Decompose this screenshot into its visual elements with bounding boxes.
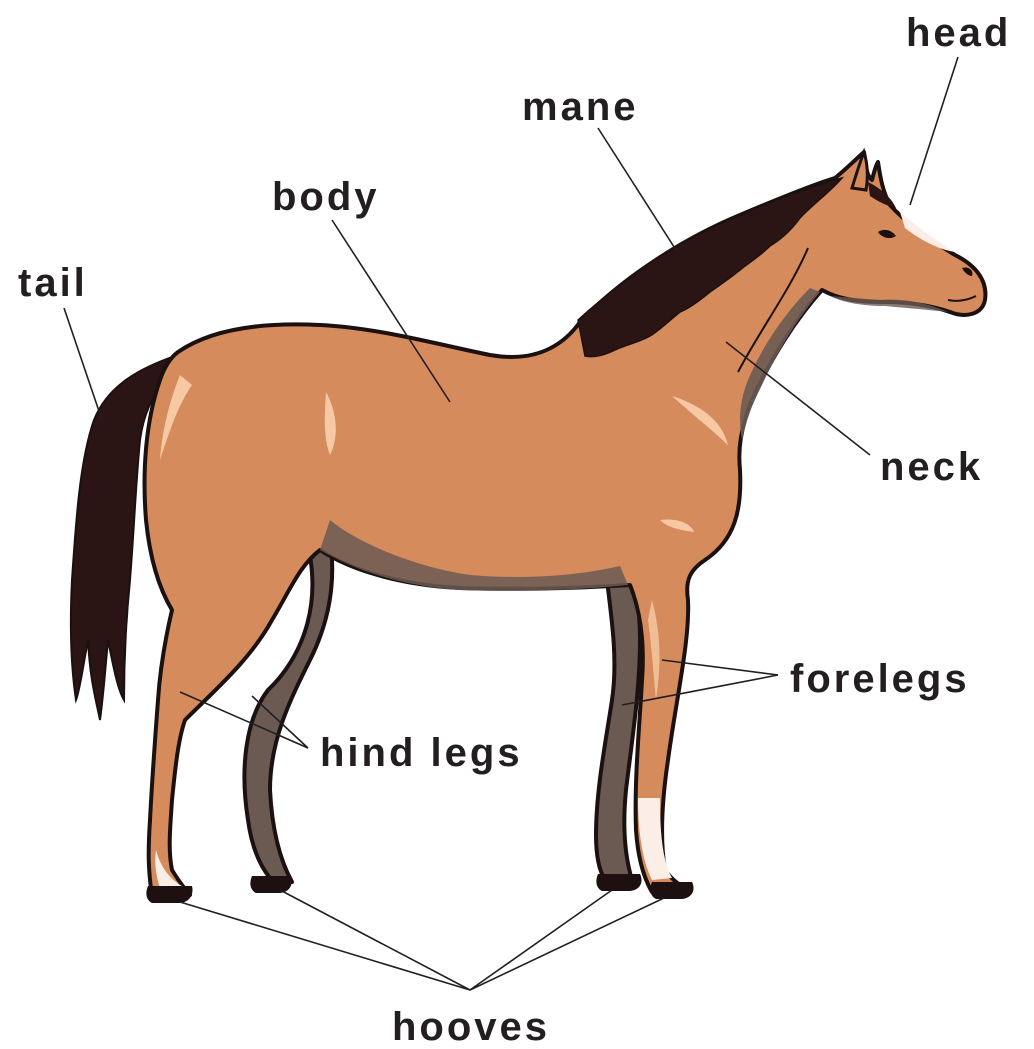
horse-illustration — [71, 152, 986, 903]
label-hooves: hooves — [392, 1005, 550, 1049]
tail-leader-line — [64, 308, 102, 420]
hoof-fore-far — [596, 874, 641, 891]
hoof-hind-far — [250, 876, 291, 893]
hooves-leader-line-1 — [180, 902, 470, 990]
hoof-fore-near — [650, 882, 693, 899]
head-leader-line — [910, 57, 958, 205]
far-foreleg — [596, 565, 640, 880]
label-hind-legs: hind legs — [320, 731, 523, 775]
hooves-leader-line-2 — [280, 890, 470, 990]
label-mane: mane — [522, 85, 639, 129]
mane-leader-line — [598, 128, 676, 250]
hoof-hind-near — [146, 886, 192, 903]
hooves-leader-line-4 — [470, 898, 664, 990]
hooves-leader-line-3 — [470, 890, 612, 990]
label-neck: neck — [880, 445, 983, 489]
label-head: head — [906, 11, 1011, 55]
label-body: body — [272, 175, 380, 219]
label-forelegs: forelegs — [790, 657, 970, 701]
label-tail: tail — [18, 261, 88, 305]
